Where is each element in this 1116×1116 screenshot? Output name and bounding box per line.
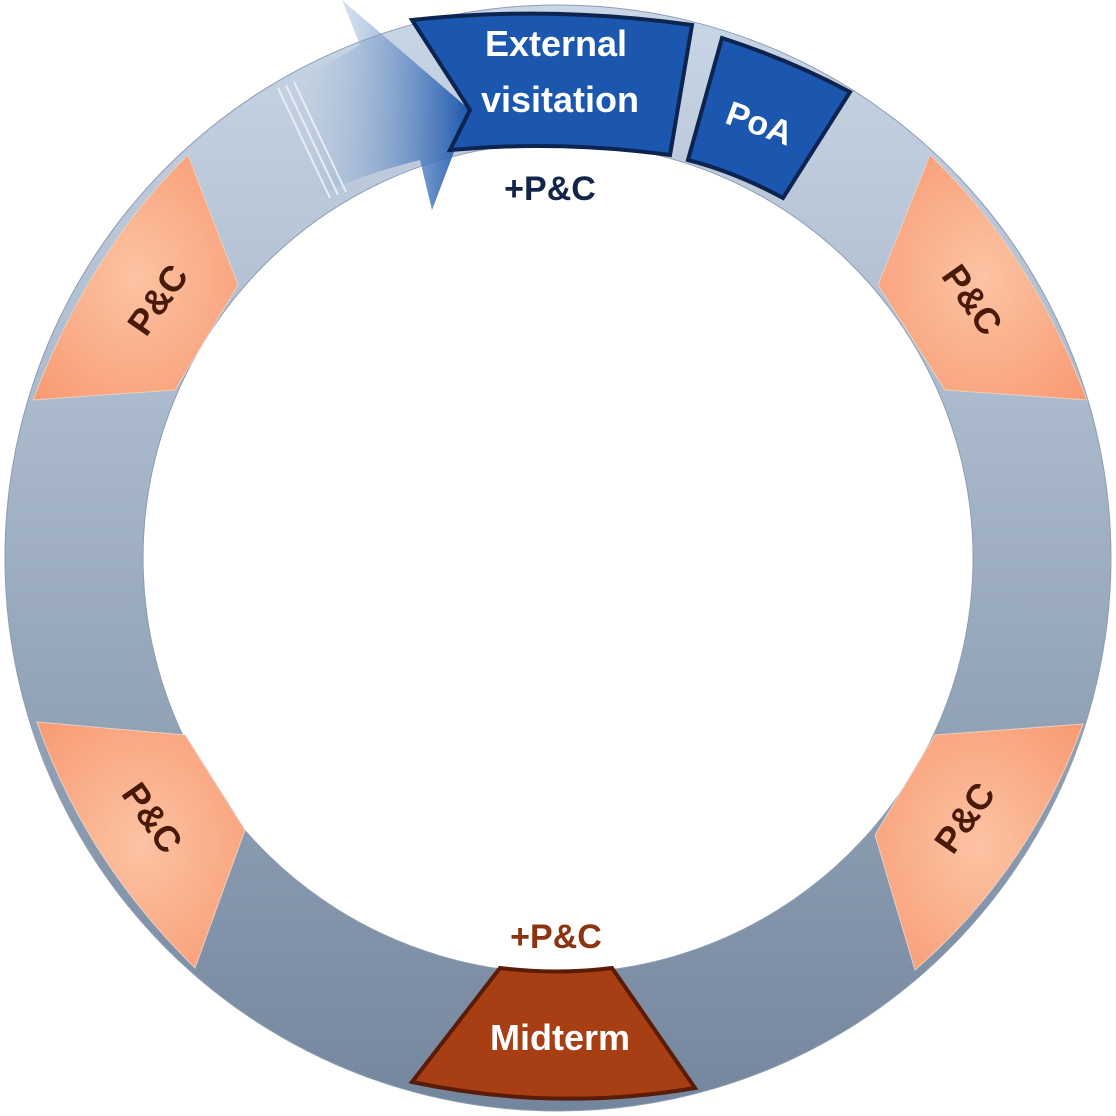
external-visitation-label-line2: visitation [481,79,639,120]
pc-segment-lower-right [874,723,1084,971]
bottom-plus-pc-label: +P&C [510,918,602,956]
external-visitation-label-line1: External [485,23,627,64]
top-plus-pc-label: +P&C [504,170,596,208]
poa-segment [685,35,853,201]
cycle-arrow-icon [300,0,470,210]
external-visitation-segment [408,11,695,158]
pc-segment-upper-left [32,154,239,401]
pc-segment-lower-left [36,721,246,969]
arrow-stripes [277,81,347,199]
midterm-label: Midterm [490,1017,630,1058]
pc-segment-upper-right [877,154,1088,401]
midterm-segment [408,965,699,1101]
